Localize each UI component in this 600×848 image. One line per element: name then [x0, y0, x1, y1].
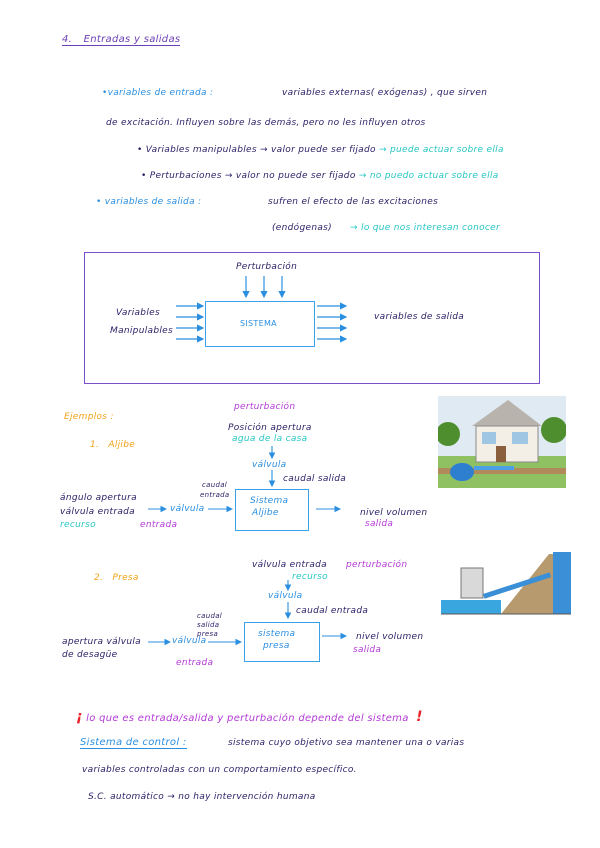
ex2-opening-line2: de desagüe: [62, 650, 118, 660]
ex2-system-box: [244, 622, 320, 662]
diagram-perturbation: Perturbación: [236, 262, 298, 272]
automatic-control: S.C. automático → no hay intervención hu…: [88, 792, 316, 802]
heading-number: 4.: [62, 34, 73, 45]
right-arrow-icon: →: [378, 145, 390, 155]
ex1-salida: salida: [365, 519, 394, 529]
output-variables-note: → lo que nos interesan conocer: [350, 223, 500, 233]
ex1-angle-line2: válvula entrada: [60, 507, 135, 517]
ex1-out-flow: caudal salida: [283, 474, 347, 484]
ex1-entrada: entrada: [140, 520, 178, 530]
ex1-recurso: recurso: [60, 520, 96, 530]
system-diagram-frame: [84, 252, 540, 384]
manipulable-item: • Variables manipulables → valor puede s…: [137, 145, 504, 155]
input-variables-line1: variables externas( exógenas) , que sirv…: [282, 88, 488, 98]
examples-label: Ejemplos :: [64, 412, 114, 422]
ex2-system-line1: sistema: [258, 629, 296, 639]
diagram-system-box: [205, 301, 315, 347]
control-system-text2: variables controladas con un comportamie…: [82, 765, 357, 775]
ex2-valve-in: válvula entrada: [252, 560, 327, 570]
ex1-in-flow-line2: entrada: [200, 491, 230, 499]
diagram-inputs-line2: Manipulables: [110, 326, 173, 336]
ex2-out-flow-line3: presa: [197, 630, 219, 638]
input-variables-label: •variables de entrada :: [102, 88, 214, 98]
ex2-level: nivel volumen: [356, 632, 424, 642]
dam-illustration: [441, 548, 571, 620]
diagram-inputs-line1: Variables: [116, 308, 160, 318]
house-illustration: [438, 396, 566, 488]
ex2-recurso: recurso: [292, 572, 328, 582]
ex2-entrada: entrada: [176, 658, 214, 668]
ex1-angle-line1: ángulo apertura: [60, 493, 137, 503]
ex2-valve-top: válvula: [268, 591, 303, 601]
right-arrow-icon: →: [224, 171, 236, 181]
ex2-opening-line1: apertura válvula: [62, 637, 141, 647]
right-arrow-icon: →: [350, 223, 362, 233]
heading-title: Entradas y salidas: [83, 34, 181, 45]
right-arrow-icon: →: [358, 171, 370, 181]
ex2-out-flow-line1: caudal: [197, 612, 223, 620]
ex1-level: nivel volumen: [360, 508, 428, 518]
bullet-dot-icon: •: [137, 145, 146, 155]
ex1-valve-left: válvula: [170, 504, 205, 514]
ex2-in-flow: caudal entrada: [296, 606, 369, 616]
ex1-perturbation: perturbación: [234, 402, 296, 412]
ex1-valve-top: válvula: [252, 460, 287, 470]
input-variables-line2: de excitación. Influyen sobre las demás,…: [106, 118, 426, 128]
example1-title: 1. Aljibe: [90, 440, 136, 450]
ex1-system-box: [235, 489, 309, 531]
exclamation-icon: ¡: [76, 709, 83, 725]
output-variables-line2: (endógenas): [272, 223, 332, 233]
ex1-pert-var: Posición apertura: [228, 423, 312, 433]
diagram-system-label: SISTEMA: [240, 319, 277, 328]
control-system-text1: sistema cuyo objetivo sea mantener una o…: [228, 738, 465, 748]
dependency-alert: ¡ lo que es entrada/salida y perturbació…: [76, 709, 423, 725]
ex1-system-line1: Sistema: [250, 496, 289, 506]
ex1-pert-var2: agua de la casa: [232, 434, 308, 444]
perturbation-item: • Perturbaciones → valor no puede ser fi…: [141, 171, 499, 181]
right-arrow-icon: →: [164, 792, 179, 802]
right-arrow-icon: →: [260, 145, 272, 155]
ex2-perturbation: perturbación: [346, 560, 408, 570]
output-variables-line1: sufren el efecto de las excitaciones: [268, 197, 439, 207]
ex2-salida: salida: [353, 645, 382, 655]
bullet-dot-icon: •: [141, 171, 150, 181]
output-variables-label: • variables de salida :: [96, 197, 202, 207]
ex2-system-line2: presa: [263, 641, 290, 651]
diagram-outputs: variables de salida: [374, 312, 465, 322]
ex2-valve-left: válvula: [172, 636, 207, 646]
ex2-out-flow-line2: salida: [197, 621, 220, 629]
exclamation-icon: !: [416, 709, 423, 725]
page-heading: 4. Entradas y salidas: [62, 34, 181, 46]
ex1-in-flow-line1: caudal: [202, 481, 228, 489]
control-system-label: Sistema de control :: [80, 737, 187, 749]
ex1-system-line2: Aljibe: [252, 508, 279, 518]
example2-title: 2. Presa: [94, 573, 139, 583]
